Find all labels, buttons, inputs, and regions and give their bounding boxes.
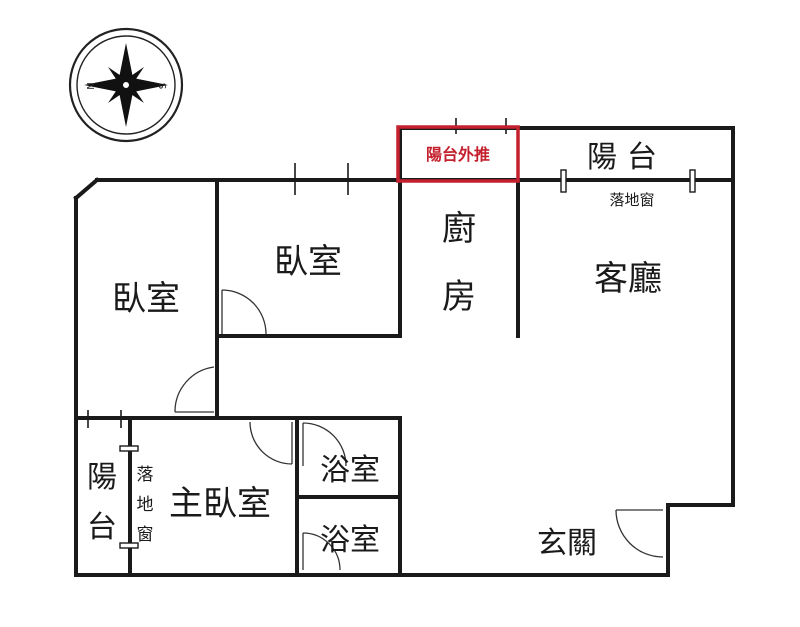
window-marks	[87, 118, 696, 549]
room-label-balcony-top: 陽台	[587, 140, 667, 175]
room-label-bedroom-left: 臥室	[112, 279, 180, 319]
door-swings	[174, 289, 664, 571]
room-label-french-window-top: 落地窗	[609, 191, 654, 209]
compass-north-label: N	[86, 82, 97, 89]
room-label-balcony-left-1: 陽	[87, 460, 117, 495]
room-label-entrance: 玄關	[537, 526, 597, 561]
room-label-bathroom-upper: 浴室	[320, 453, 380, 488]
room-label-french-window-left-2: 地	[137, 495, 154, 515]
compass-south-label: S	[156, 83, 167, 89]
compass-rose-icon: N S	[68, 27, 184, 143]
room-label-kitchen-2: 房	[442, 277, 476, 317]
interior-walls	[74, 178, 520, 577]
room-label-balcony-left-2: 台	[87, 510, 117, 545]
room-label-bedroom-top: 臥室	[274, 242, 342, 282]
room-label-french-window-left-1: 落	[137, 465, 154, 485]
balcony-extension-highlight	[396, 125, 520, 183]
room-label-master-bedroom: 主臥室	[169, 484, 271, 524]
room-label-balcony-extension: 陽台外推	[426, 145, 490, 164]
room-label-bathroom-lower: 浴室	[320, 523, 380, 558]
room-label-living-room: 客廳	[594, 259, 662, 299]
room-label-kitchen-1: 廚	[442, 209, 476, 249]
room-label-french-window-left-3: 窗	[137, 525, 154, 545]
